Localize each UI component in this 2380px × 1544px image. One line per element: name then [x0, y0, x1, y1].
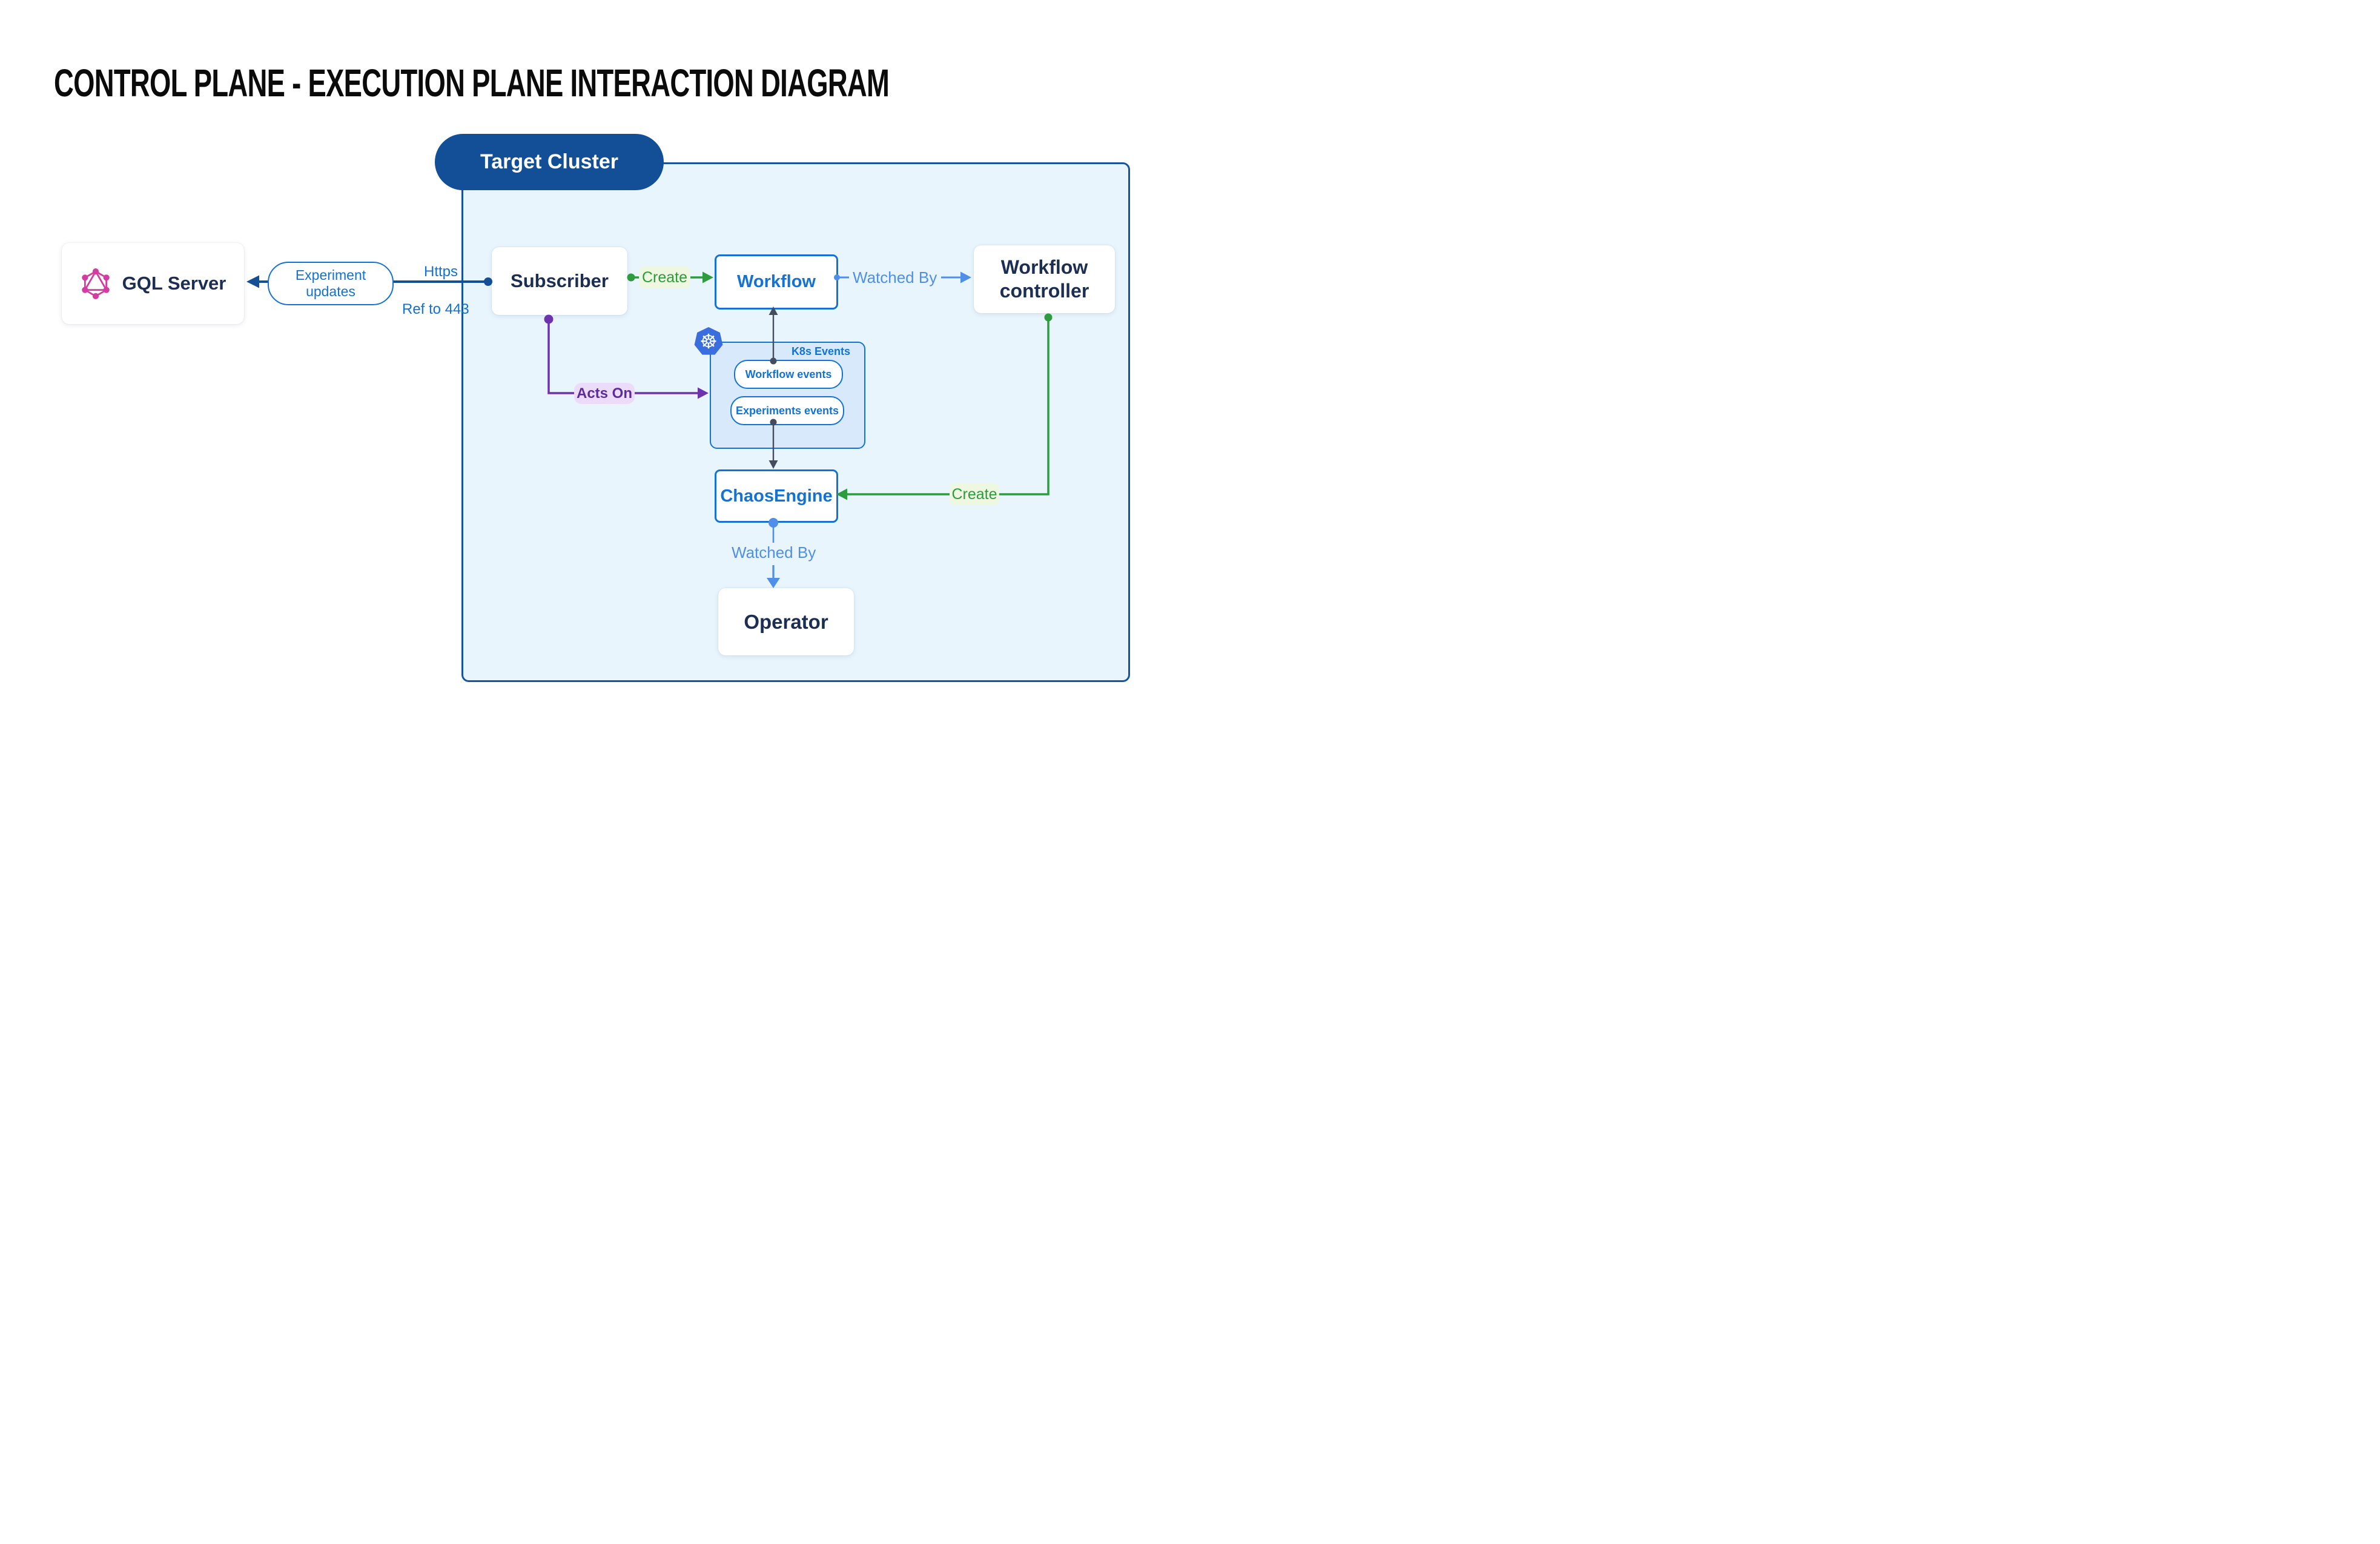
- gql-server-label: GQL Server: [122, 273, 226, 294]
- k8s-events-box: [710, 342, 865, 449]
- watched-by-controller-label: Watched By: [853, 268, 937, 287]
- graphql-icon: [80, 267, 111, 301]
- create-chaosengine-label: Create: [950, 483, 999, 505]
- page-title: CONTROL PLANE - EXECUTION PLANE INTERACT…: [54, 61, 890, 105]
- subscriber-label: Subscriber: [511, 270, 609, 291]
- workflow-events-pill: Workflow events: [734, 360, 843, 389]
- watched-by-operator-label: Watched By: [732, 543, 816, 562]
- workflow-controller-label: Workflow controller: [999, 256, 1089, 302]
- create-workflow-label: Create: [639, 267, 690, 288]
- experiments-events-label: Experiments events: [735, 404, 839, 417]
- diagram-canvas: CONTROL PLANE - EXECUTION PLANE INTERACT…: [0, 0, 1190, 772]
- gql-server-card: GQL Server: [62, 243, 244, 324]
- operator-label: Operator: [744, 610, 828, 633]
- target-cluster-label: Target Cluster: [480, 150, 618, 173]
- workflow-controller-node: Workflow controller: [974, 245, 1115, 313]
- acts-on-label: Acts On: [574, 383, 635, 404]
- kubernetes-icon: ☸: [694, 327, 723, 355]
- experiments-events-pill: Experiments events: [730, 396, 844, 425]
- workflow-label: Workflow: [737, 272, 816, 291]
- target-cluster-pill: Target Cluster: [435, 134, 664, 190]
- chaosengine-label: ChaosEngine: [720, 486, 833, 506]
- workflow-events-label: Workflow events: [745, 368, 832, 380]
- chaosengine-node: ChaosEngine: [715, 469, 838, 523]
- experiment-updates-label: Experiment updates: [268, 262, 394, 305]
- edge-https-arrowhead: [246, 275, 259, 288]
- https-label: Https: [424, 263, 458, 280]
- operator-node: Operator: [718, 588, 854, 655]
- workflow-node: Workflow: [715, 254, 838, 310]
- ref-443-label: Ref to 443: [402, 301, 469, 317]
- k8s-events-label: K8s Events: [791, 345, 850, 357]
- subscriber-node: Subscriber: [492, 247, 627, 315]
